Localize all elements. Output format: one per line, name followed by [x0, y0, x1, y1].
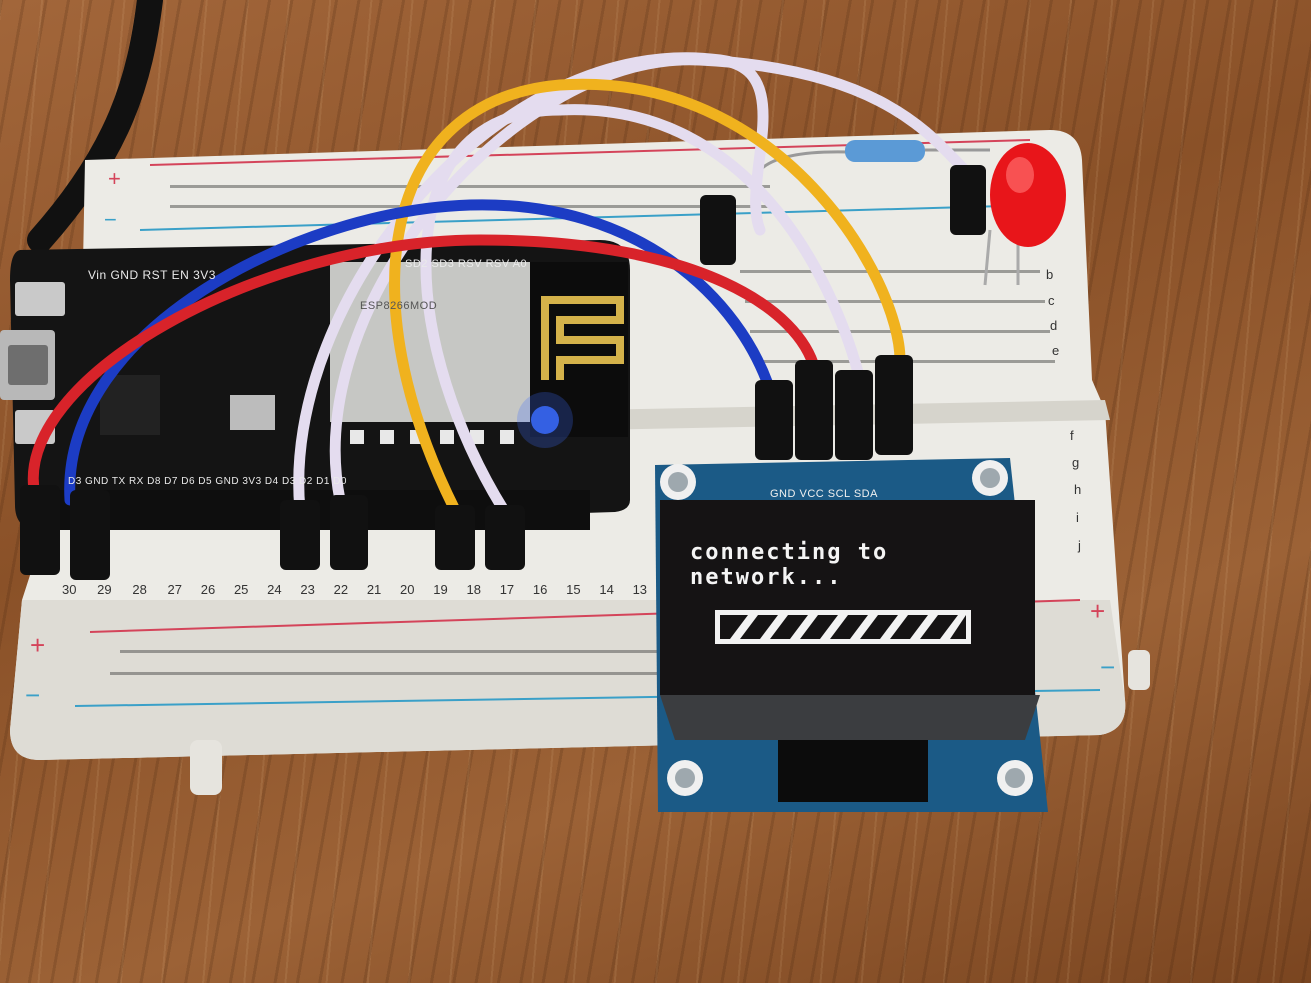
row-numbers: 30 29 28 27 26 25 24 23 22 21 20 19 18 1… [62, 582, 662, 597]
col-letter-j: j [1078, 538, 1081, 553]
row-number: 30 [62, 582, 77, 597]
wire-white-3 [420, 104, 866, 526]
oled-line-1: connecting to [690, 540, 889, 565]
col-letter-g: g [1072, 455, 1080, 470]
esp-module-text: ESP8266MOD [360, 300, 438, 312]
row-number: 28 [132, 582, 147, 597]
rail-plus-right: + [1090, 596, 1106, 626]
row-number: 22 [333, 582, 349, 597]
row-number: 21 [366, 582, 382, 597]
row-number: 23 [300, 582, 315, 597]
col-letter-i: i [1076, 510, 1079, 525]
rail-minus-bottom: − [25, 680, 41, 710]
wire-red [27, 234, 821, 501]
col-letter-c: c [1048, 293, 1055, 308]
rail-minus-top: − [104, 207, 117, 232]
resistor [845, 140, 925, 162]
row-number: 15 [566, 582, 581, 597]
row-number: 13 [632, 582, 648, 597]
wire-blue [64, 199, 776, 506]
rail-minus-right: − [1100, 652, 1116, 682]
col-letter-h: h [1074, 482, 1082, 497]
row-number: 17 [499, 582, 515, 597]
nodemcu-top-pins: Vin GND RST EN 3V3 [88, 268, 216, 282]
rail-plus-bottom: + [30, 630, 46, 660]
nodemcu-top-pins-right: SD2 SD3 RSV RSV A0 [405, 258, 528, 270]
red-led [990, 143, 1066, 247]
nodemcu-bottom-pins: D3 GND TX RX D8 D7 D6 D5 GND 3V3 D4 D3 D… [68, 476, 347, 487]
col-letter-b: b [1046, 267, 1054, 282]
col-letter-f: f [1070, 428, 1074, 443]
progress-bar [715, 610, 971, 644]
row-number: 29 [97, 582, 112, 597]
wire-white-2 [329, 54, 981, 506]
col-letter-e: e [1052, 343, 1060, 358]
row-number: 18 [466, 582, 481, 597]
row-number: 24 [267, 582, 282, 597]
row-number: 26 [200, 582, 216, 597]
wire-yellow [389, 78, 906, 516]
oled-pin-labels: GND VCC SCL SDA [770, 488, 878, 500]
col-letter-d: d [1050, 318, 1058, 333]
row-number: 27 [167, 582, 182, 597]
usb-cable [27, 0, 163, 253]
row-number: 25 [233, 582, 249, 597]
row-number: 16 [532, 582, 548, 597]
oled-line-2: network... [690, 565, 843, 590]
row-number: 14 [599, 582, 614, 597]
row-number: 19 [433, 582, 448, 597]
rail-plus-top: + [108, 166, 121, 191]
oled-module [655, 458, 1048, 812]
status-led [531, 406, 559, 434]
row-number: 20 [400, 582, 415, 597]
